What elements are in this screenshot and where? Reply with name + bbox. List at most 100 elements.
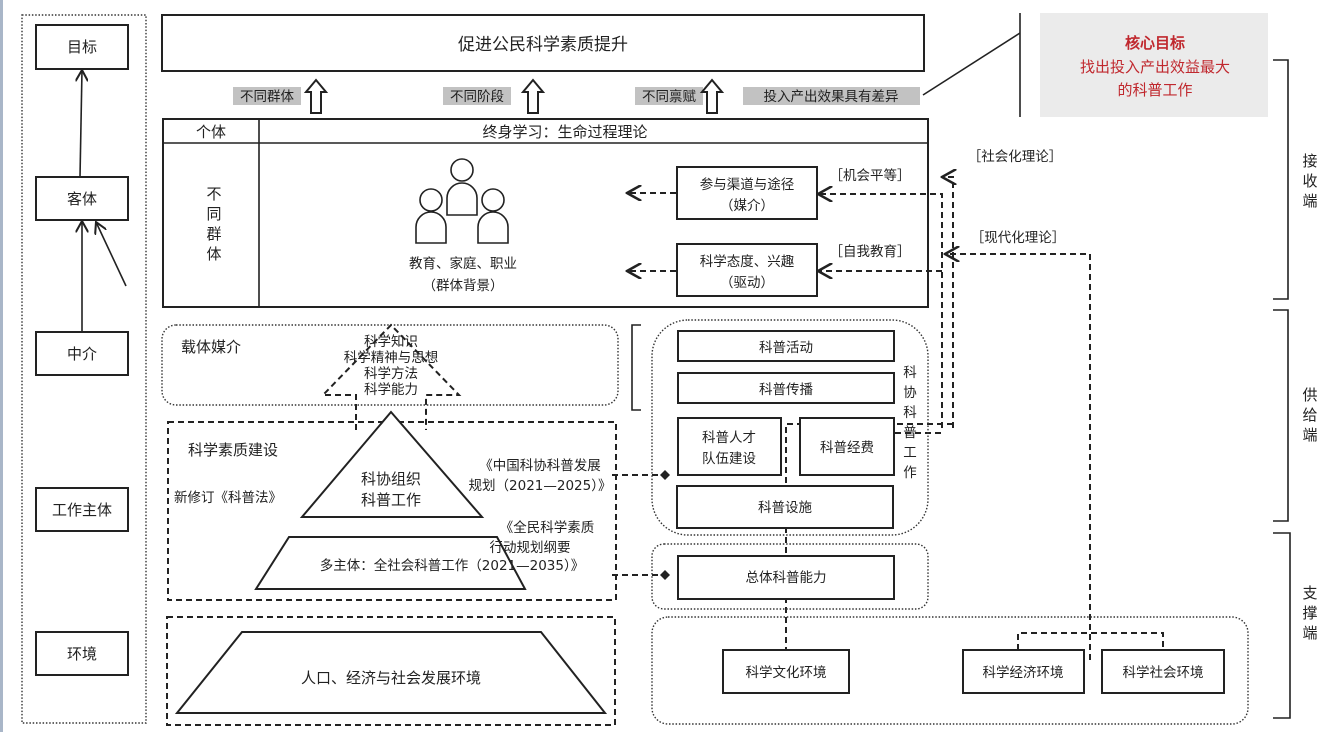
- label-modernization-theory: ［现代化理论］: [971, 230, 1066, 246]
- bracket-receiver: [1273, 59, 1289, 300]
- science-env-frame: [651, 616, 1249, 725]
- dashed-line-equal: [818, 194, 943, 428]
- svg-text:科协组织: 科协组织: [361, 470, 421, 488]
- svg-text:不同阶段: 不同阶段: [450, 89, 504, 105]
- svg-text:群: 群: [206, 225, 221, 243]
- svg-text:收: 收: [1302, 172, 1317, 190]
- bracket-support: [1273, 532, 1291, 719]
- literacy-label: 科学素质建设: [188, 441, 278, 459]
- group-caption-sub: （群体背景）: [423, 278, 504, 294]
- up-arrow-icon: [520, 78, 546, 114]
- left-item-goal: 目标: [35, 24, 129, 70]
- connector-line: [922, 32, 1021, 96]
- svg-text:多主体：全社会科普工作（2021—2035）》: 多主体：全社会科普工作（2021—2035）》: [320, 557, 584, 574]
- cast-work-side-label: 科 协 科 普 工 作: [903, 365, 917, 481]
- svg-text:投入产出效果具有差异: 投入产出效果具有差异: [764, 89, 899, 105]
- svg-text:规划（2021—2025）》: 规划（2021—2025）》: [469, 478, 612, 494]
- svg-text:目标: 目标: [67, 38, 97, 56]
- left-item-environment: 环境: [35, 631, 129, 676]
- pyramid-base: [254, 536, 527, 590]
- tag-equal-opportunity: ［机会平等］: [830, 167, 911, 184]
- svg-text:队伍建设: 队伍建设: [702, 451, 756, 467]
- svg-text:不同群体: 不同群体: [240, 89, 294, 105]
- svg-text:端: 端: [1302, 624, 1317, 642]
- header-individual: 个体: [196, 123, 226, 141]
- svg-text:科: 科: [903, 365, 917, 381]
- box-popsci-funding: 科普经费: [799, 417, 895, 476]
- dashed-line-culture: [785, 423, 953, 650]
- svg-text:科学态度、兴趣: 科学态度、兴趣: [700, 254, 795, 270]
- diamond-icon: [660, 570, 670, 580]
- svg-text:行动规划纲要: 行动规划纲要: [490, 540, 571, 556]
- svg-text:科普传播: 科普传播: [759, 382, 813, 398]
- svg-text:不: 不: [206, 185, 221, 203]
- tag-self-education: ［自我教育］: [830, 244, 911, 260]
- environment-label: 人口、经济与社会发展环境: [301, 669, 481, 687]
- dashed-line-socialization: [942, 177, 953, 428]
- svg-text:《中国科协科普发展: 《中国科协科普发展: [479, 458, 601, 474]
- svg-text:不同禀赋: 不同禀赋: [642, 89, 696, 105]
- box-science-society-env: 科学社会环境: [1101, 649, 1225, 694]
- dashed-line-econ-social: [1017, 632, 1164, 650]
- left-item-object: 客体: [35, 176, 129, 221]
- pyramid-top: [299, 410, 485, 518]
- svg-text:端: 端: [1302, 426, 1317, 444]
- svg-text:的科普工作: 的科普工作: [1117, 81, 1192, 99]
- svg-text:中介: 中介: [67, 345, 97, 363]
- box-participation-channels: 参与渠道与途径 （媒介）: [676, 166, 818, 220]
- cast-work-frame: [651, 319, 929, 536]
- bracket-supplier: [1273, 309, 1289, 522]
- tag-input-output-difference: 投入产出效果具有差异: [743, 87, 920, 105]
- bracket-carrier: [631, 324, 641, 411]
- carrier-media-label: 载体媒介: [181, 338, 241, 356]
- svg-text:协: 协: [903, 385, 917, 401]
- svg-text:科学知识: 科学知识: [364, 333, 418, 350]
- svg-text:科学能力: 科学能力: [364, 382, 418, 398]
- box-overall-capacity: 总体科普能力: [677, 555, 895, 600]
- svg-text:端: 端: [1302, 192, 1317, 210]
- svg-text:参与渠道与途径: 参与渠道与途径: [700, 176, 795, 193]
- svg-text:环境: 环境: [67, 645, 97, 663]
- left-item-medium: 中介: [35, 331, 129, 376]
- group-caption: 教育、家庭、职业: [409, 255, 517, 272]
- svg-text:科学方法: 科学方法: [364, 366, 418, 382]
- svg-text:作: 作: [903, 465, 917, 481]
- capacity-frame: [651, 543, 929, 610]
- svg-text:科学经济环境: 科学经济环境: [983, 665, 1064, 681]
- environment-frame: [166, 616, 616, 726]
- svg-text:科学精神与思想: 科学精神与思想: [344, 350, 439, 366]
- dashed-line-modernization: [945, 254, 1091, 660]
- svg-text:（驱动）: （驱动）: [720, 275, 774, 291]
- label-socialization-theory: ［社会化理论］: [968, 149, 1063, 165]
- svg-text:支: 支: [1302, 584, 1317, 602]
- svg-text:找出投入产出效益最大: 找出投入产出效益最大: [1080, 58, 1230, 76]
- svg-text:普: 普: [903, 425, 917, 441]
- box-popsci-facilities: 科普设施: [676, 485, 894, 529]
- box-science-culture-env: 科学文化环境: [722, 649, 850, 694]
- svg-text:科普工作: 科普工作: [361, 491, 421, 509]
- svg-text:供: 供: [1302, 386, 1317, 404]
- up-arrow-icon: [303, 78, 329, 114]
- box-popsci-talent: 科普人才 队伍建设: [677, 417, 782, 476]
- svg-text:《全民科学素质: 《全民科学素质: [500, 519, 595, 536]
- svg-text:体: 体: [206, 245, 221, 263]
- tag-different-groups: 不同群体: [233, 87, 301, 105]
- carrier-media-frame: [161, 324, 619, 406]
- svg-text:科学社会环境: 科学社会环境: [1123, 665, 1204, 681]
- svg-text:科: 科: [903, 405, 917, 421]
- box-science-attitude: 科学态度、兴趣 （驱动）: [676, 243, 818, 297]
- law-label: 新修订《科普法》: [174, 490, 282, 506]
- svg-text:同: 同: [206, 205, 221, 223]
- svg-text:科普设施: 科普设施: [758, 500, 812, 516]
- svg-text:给: 给: [1302, 406, 1317, 424]
- arrow-object-to-goal: [80, 70, 82, 178]
- svg-text:促进公民科学素质提升: 促进公民科学素质提升: [458, 35, 628, 55]
- dashed-up-arrow: [320, 323, 462, 430]
- svg-text:撑: 撑: [1302, 604, 1317, 622]
- window-edge: [0, 0, 3, 732]
- svg-text:科学文化环境: 科学文化环境: [746, 665, 827, 681]
- up-arrow-icon: [699, 78, 725, 114]
- svg-text:工作主体: 工作主体: [52, 501, 112, 519]
- tag-different-stages: 不同阶段: [443, 87, 511, 105]
